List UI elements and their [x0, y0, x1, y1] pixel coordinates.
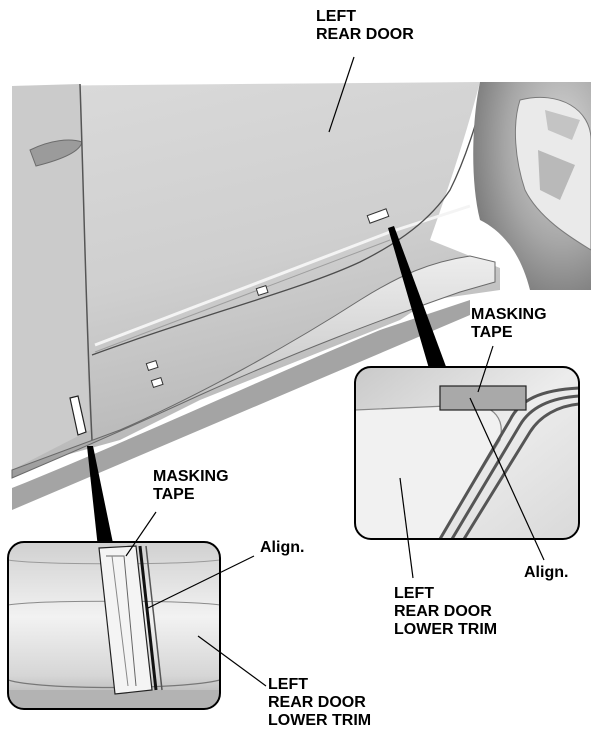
masking-tape-right [439, 385, 527, 411]
label-lower-trim-bottom-line3: LOWER TRIM [268, 712, 372, 729]
clip-1 [255, 284, 269, 296]
label-masking-tape-right-line2: TAPE [471, 324, 513, 341]
rear-wheel [473, 82, 591, 290]
trim-stripe-2 [450, 394, 579, 539]
label-masking-tape-left-line2: TAPE [153, 486, 195, 503]
label-masking-tape-right-line1: MASKING [471, 306, 547, 323]
label-left-rear-door: LEFT REAR DOOR [316, 8, 414, 44]
leader-masking-tape-right [477, 345, 494, 393]
inset-left [7, 541, 221, 710]
label-lower-trim-bottom-line2: REAR DOOR [268, 694, 366, 711]
clip-2 [145, 359, 159, 371]
label-align-right: Align. [524, 564, 569, 581]
door-seam [79, 83, 93, 441]
label-lower-trim-mid: LEFT REAR DOOR LOWER TRIM [394, 585, 497, 639]
trim-stripe-3 [462, 402, 579, 539]
masking-tape-left [98, 545, 153, 695]
trim-stripe-1 [438, 386, 579, 539]
lower-trim-strip [11, 255, 496, 479]
pointer-to-right-inset [388, 226, 448, 372]
clip-4 [366, 208, 390, 224]
label-align-left: Align. [260, 539, 305, 556]
label-masking-tape-right: MASKING TAPE [471, 306, 547, 342]
label-masking-tape-left-line1: MASKING [153, 468, 229, 485]
leader-left-rear-door [328, 56, 355, 133]
label-left-rear-door-line2: REAR DOOR [316, 26, 414, 43]
leader-trim-bottom [197, 635, 267, 687]
leader-masking-tape-left [125, 511, 157, 557]
label-left-rear-door-line1: LEFT [316, 8, 356, 25]
label-lower-trim-mid-line1: LEFT [394, 585, 434, 602]
clip-3 [150, 376, 164, 388]
pointer-to-left-inset [87, 446, 114, 548]
tape-marker-front [69, 395, 87, 436]
leader-trim-mid [399, 477, 414, 579]
leader-align-left [147, 555, 255, 609]
trim-edge-left [138, 545, 158, 691]
label-lower-trim-bottom-line1: LEFT [268, 676, 308, 693]
inset-right [354, 366, 580, 540]
label-lower-trim-mid-line3: LOWER TRIM [394, 621, 498, 638]
label-masking-tape-left: MASKING TAPE [153, 468, 229, 504]
label-lower-trim-mid-line2: REAR DOOR [394, 603, 492, 620]
label-lower-trim-bottom: LEFT REAR DOOR LOWER TRIM [268, 676, 371, 730]
car-side-body [11, 82, 500, 510]
leader-align-right [469, 397, 545, 561]
